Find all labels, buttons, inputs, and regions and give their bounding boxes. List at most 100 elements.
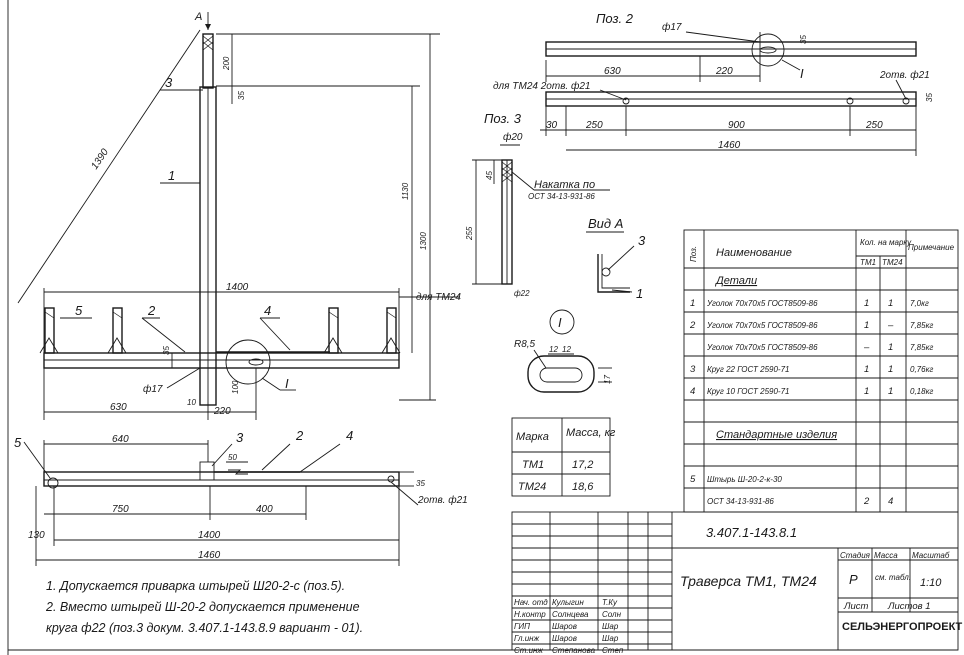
plan-view: 640 50 750 400 1400 130 1460 35 2отв. ф2… [14,428,468,566]
notes: 1. Допускается приварка штырей Ш20-2-с (… [45,579,363,635]
tb-sheets-label: Листов 1 [887,601,931,612]
tb-scale: 1:10 [920,577,942,589]
tb-scale-label: Масштаб [912,551,950,560]
callout-3: 3 [165,75,173,90]
mass-r2-val: 18,6 [572,481,594,493]
spec-cell-pos: 2 [689,320,696,331]
pos2-dim1460: 1460 [718,140,741,151]
detail-i-label: I [285,376,289,391]
pos2-dim900: 900 [728,120,745,131]
pos2-phi17: ф17 [662,21,682,33]
plan-beam [43,471,400,487]
plan-holes: 2отв. ф21 [417,494,468,506]
detail-12b: 12 [562,345,571,354]
dim-640: 640 [112,434,129,445]
signature-role: Гл.инж [514,634,540,643]
spec-cell-pos: 4 [690,386,695,397]
pos2-detail-circle [751,33,785,67]
pos2-dim220: 220 [715,66,733,77]
dim-1130: 1130 [401,182,410,200]
detail-12a: 12 [549,345,558,354]
dim-220: 220 [213,406,231,417]
pos3-knurl-std: ОСТ 34-13-931-86 [528,192,595,201]
signature-sign: Солн [602,610,622,619]
spec-cell-pos: 5 [690,474,696,485]
dim-200: 200 [222,56,231,71]
tb-stage: Р [849,572,858,587]
tb-name: Траверса ТМ1, ТМ24 [680,573,817,589]
detail-i-title: I [558,315,562,330]
dim-1400b: 1400 [198,530,221,541]
mass-r2-mark: ТМ24 [518,481,546,493]
signature-sign: Шар [602,634,619,643]
detail-i: I R8,5 12 12 17 [514,309,612,393]
spec-cell-tm24: 1 [888,386,893,397]
pins-pos5 [39,307,401,354]
signature-grid [512,512,672,650]
dim-10: 10 [187,398,196,407]
view-a: Вид А 3 1 [586,216,646,301]
dim-35: 35 [237,91,246,100]
pos2-dim250: 250 [585,120,603,131]
spec-cell-name: Круг 22 ГОСТ 2590-71 [707,365,789,374]
dim-400: 400 [256,504,273,515]
tb-mass-label: Масса [874,551,898,560]
pos2-view: Поз. 2 I ф17 35 630 220 для ТМ24 2отв. ф… [493,11,934,156]
pos3-dim255: 255 [465,226,474,241]
tb-mass: см. табл. [875,573,911,582]
signature-name: Кулыгин [552,598,584,607]
spec-hdr-note: Примечание [908,243,955,252]
signature-role: ГИП [514,622,530,631]
spec-hdr-name: Наименование [716,247,792,259]
spec-cell-tm1: 1 [864,320,869,331]
label-tm24: для ТМ24 [416,292,461,303]
spec-cell-tm1: – [863,342,870,353]
pos2-dim30: 30 [546,120,558,131]
spec-table: Поз. Наименование Кол. на марку ТМ1 ТМ24… [683,229,959,513]
note-2: 2. Вместо штырей Ш-20-2 допускается прим… [45,600,360,614]
pos2-dim35: 35 [799,35,808,44]
spec-cell-tm1: 1 [864,298,869,309]
pos2-dim630: 630 [604,66,621,77]
spec-cell-tm24: 1 [888,342,893,353]
pos3-knurl-label: Накатка по [534,179,595,191]
spec-cell-pos: 1 [690,298,695,309]
tb-organization: СЕЛЬЭНЕРГОПРОЕКТ [842,621,963,633]
pos2-tm24: для ТМ24 2отв. ф21 [493,80,590,92]
signature-name: Шаров [552,622,577,631]
pos2-detail: I [800,66,804,81]
signature-sign: Шар [602,622,619,631]
dim-50: 50 [228,453,237,462]
spec-cell-name: Стандартные изделия [716,429,837,441]
pos2-dim35b: 35 [925,93,934,102]
mass-r1-mark: ТМ1 [522,459,544,471]
plan-callout-2: 2 [295,428,304,443]
pos2-dim250b: 250 [865,120,883,131]
spec-cell-name: Штырь Ш-20-2-к-30 [707,475,782,484]
dim-630: 630 [110,402,127,413]
dim-35b: 35 [162,346,171,355]
view-a-title: Вид А [588,216,623,231]
mass-table: Марка Масса, кг ТМ1 17,2 ТМ24 18,6 [511,417,616,497]
main-view: А I 1390 200 35 [17,11,461,420]
pos3-title: Поз. 3 [484,111,522,126]
dim-100: 100 [231,380,240,394]
spec-cell-note: 7,85кг [910,343,933,352]
callout-5: 5 [75,303,83,318]
spec-cell-name: Уголок 70х70х5 ГОСТ8509-86 [706,321,818,330]
pos3-view: Поз. 3 ф20 45 255 ф22 Накатка по ОСТ 34-… [465,111,610,298]
spec-hdr-tm24: ТМ24 [882,258,903,267]
spec-cell-name: Детали [714,275,757,287]
callout-4: 4 [264,303,271,318]
pos3-knurl [501,161,513,183]
callout-1: 1 [168,168,175,183]
signature-role: Ст.инж [514,646,543,655]
callout-2: 2 [147,303,156,318]
pos3-dim45: 45 [485,171,494,180]
pos2-title: Поз. 2 [596,11,634,26]
spec-cell-tm1: 1 [864,364,869,375]
spec-cell-tm24: 1 [888,364,893,375]
pos3-phi22: ф22 [514,289,530,298]
note-3: круга ф22 (поз.3 докум. 3.407.1-143.8.9 … [46,621,363,635]
